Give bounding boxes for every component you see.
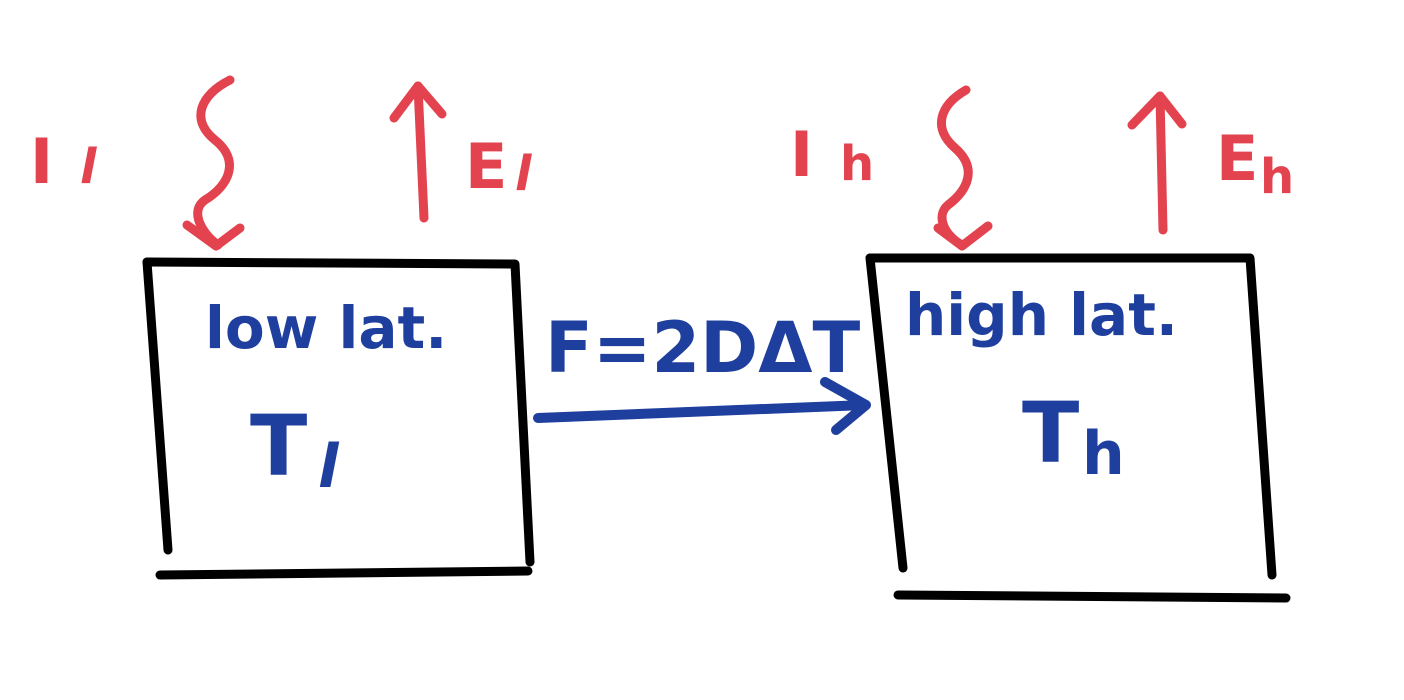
high-lat-emitted-arrow-up-icon xyxy=(1127,91,1187,235)
high-lat-box xyxy=(865,253,1291,603)
svg-text:h: h xyxy=(840,136,874,192)
svg-text:I: I xyxy=(30,125,53,198)
low-lat-box xyxy=(142,257,535,580)
svg-text:T: T xyxy=(1022,384,1079,482)
high-lat-incoming-wavy-arrow-down-icon xyxy=(933,85,993,251)
low-lat-emitted-arrow-up-icon xyxy=(389,81,447,223)
high-lat-emitted-label: E h xyxy=(1216,122,1294,205)
svg-text:l: l xyxy=(80,139,97,195)
svg-text:h: h xyxy=(1082,419,1125,489)
high-lat-incoming-label: I h xyxy=(790,118,874,192)
svg-text:E: E xyxy=(465,130,507,203)
low-lat-temperature: T l xyxy=(250,397,340,502)
svg-text:E: E xyxy=(1216,122,1258,195)
svg-text:h: h xyxy=(1260,149,1294,205)
low-lat-emitted-label: E l xyxy=(465,130,532,203)
high-lat-title: high lat. xyxy=(905,281,1178,349)
transport-arrow-right-icon xyxy=(533,377,871,435)
transport-label: F=2DΔT xyxy=(545,307,860,389)
high-lat-temperature: T h xyxy=(1022,384,1125,489)
svg-text:T: T xyxy=(250,397,307,495)
low-lat-incoming-label: I l xyxy=(30,125,97,198)
svg-text:l: l xyxy=(318,432,340,502)
svg-text:I: I xyxy=(790,118,813,191)
svg-text:l: l xyxy=(515,146,532,202)
low-lat-title: low lat. xyxy=(205,294,447,362)
low-lat-incoming-wavy-arrow-down-icon xyxy=(182,75,245,251)
